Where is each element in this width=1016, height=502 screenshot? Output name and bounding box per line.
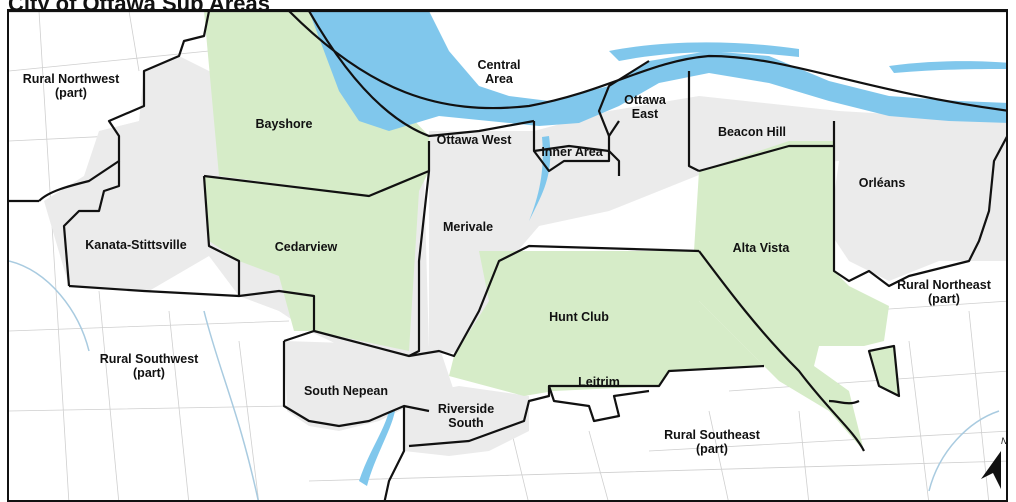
cedarview-area <box>204 171 429 351</box>
label-bayshore: Bayshore <box>256 117 313 131</box>
label-leitrim: Leitrim <box>578 375 620 389</box>
eastern-fragment-area <box>869 346 899 396</box>
label-cedarview: Cedarview <box>275 240 338 254</box>
label-hunt-club: Hunt Club <box>549 310 609 324</box>
bayshore-area <box>204 11 429 196</box>
alta-vista-area <box>694 141 889 451</box>
label-beacon-hill: Beacon Hill <box>718 125 786 139</box>
label-merivale: Merivale <box>443 220 493 234</box>
label-rural-southwest: Rural Southwest(part) <box>100 352 199 380</box>
label-orleans: Orléans <box>859 176 906 190</box>
north-arrow-label: N <box>1001 436 1008 446</box>
shaded-sub-areas <box>204 11 899 451</box>
label-rural-southeast: Rural Southeast(part) <box>664 428 761 456</box>
label-alta-vista: Alta Vista <box>733 241 791 255</box>
ottawa-river <box>309 11 1006 486</box>
label-south-nepean: South Nepean <box>304 384 388 398</box>
label-inner-area: Inner Area <box>541 145 603 159</box>
label-rural-northeast: Rural Northeast(part) <box>897 278 992 306</box>
creeks <box>9 260 1000 500</box>
sub-area-boundaries <box>9 11 1006 500</box>
north-arrow-icon: N <box>981 436 1008 489</box>
label-ottawa-west: Ottawa West <box>437 133 513 147</box>
label-kanata-stittsville: Kanata-Stittsville <box>85 238 186 252</box>
hunt-club-area <box>449 251 764 396</box>
label-rural-northwest: Rural Northwest(part) <box>23 72 120 100</box>
